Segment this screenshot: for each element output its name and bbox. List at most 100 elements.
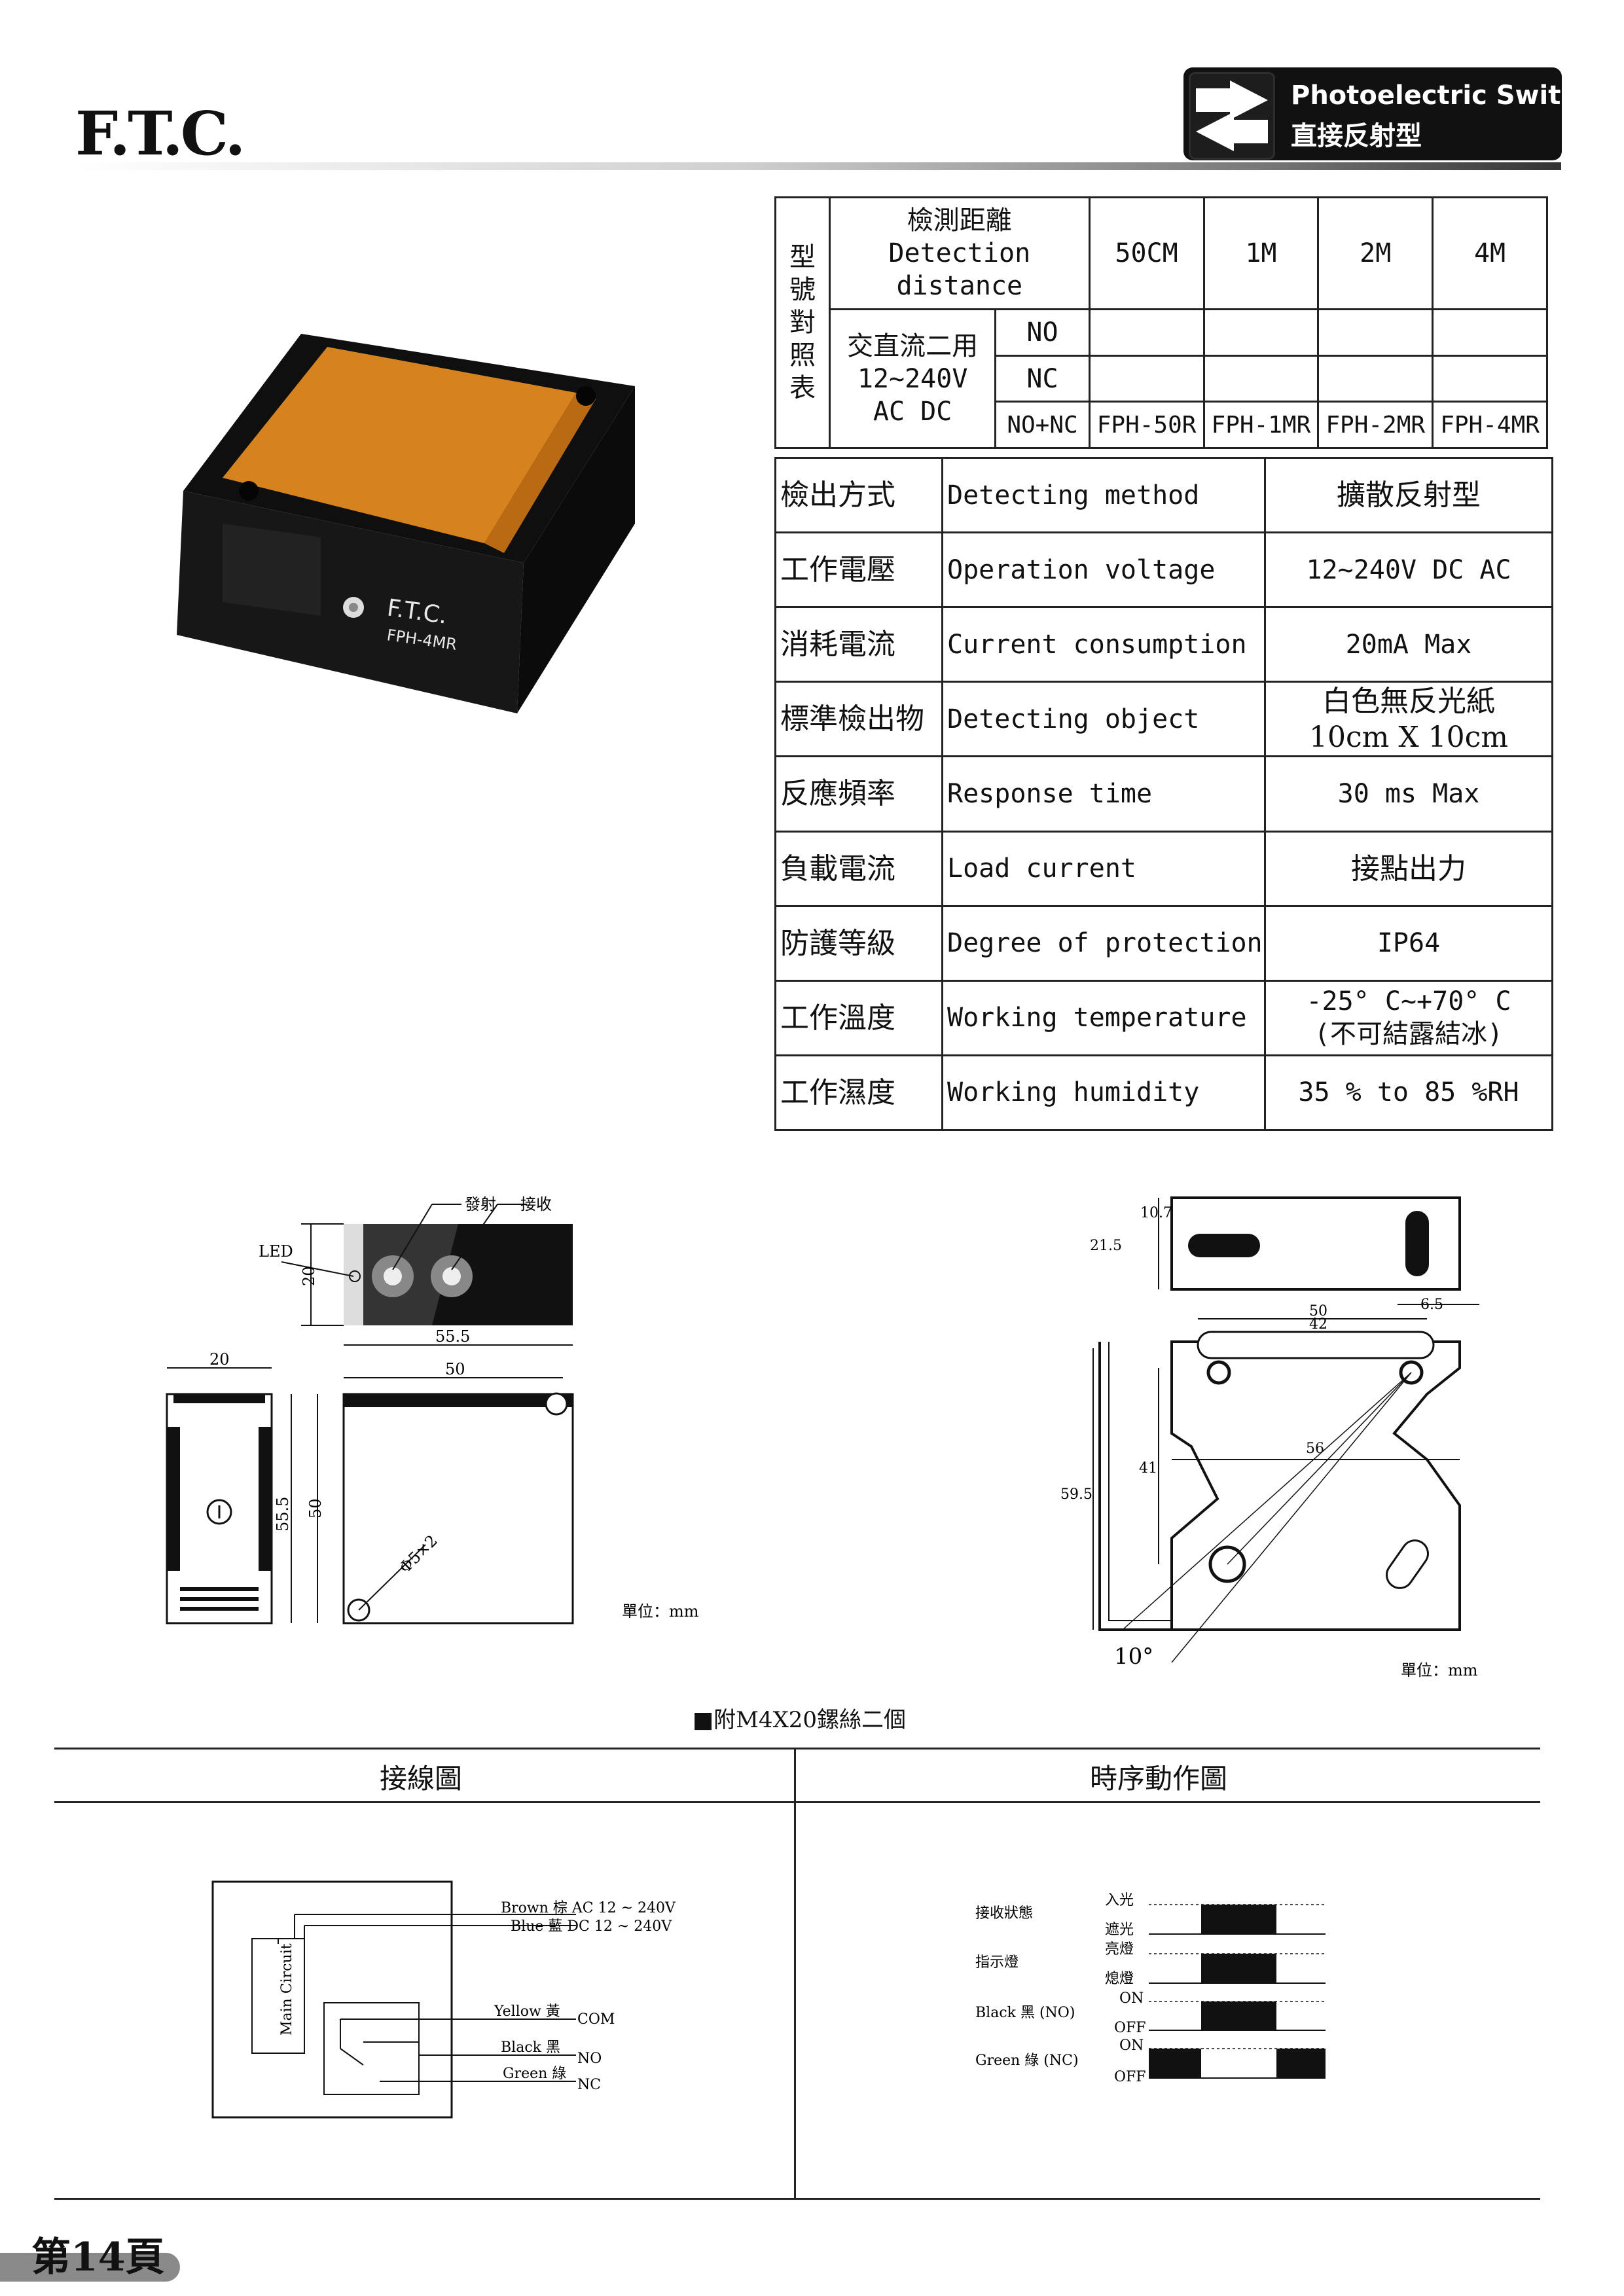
timing-off-1: OFF	[1114, 2020, 1146, 2036]
spec-value-line: 12~240V DC AC	[1306, 554, 1511, 585]
product-photo: F.T.C. FPH-4MR	[177, 327, 648, 723]
spec-label-en: Degree of protection	[941, 905, 1266, 982]
spec-value-line: 白色無反光紙	[1322, 684, 1495, 718]
dim-56: 56	[1306, 1441, 1324, 1457]
mode-no: NO	[994, 308, 1091, 357]
wire-brown: Brown 棕 AC 12 ~ 240V	[501, 1900, 676, 1916]
spec-value-line: -25° C~+70° C	[1306, 986, 1511, 1017]
spec-label-en: Detecting object	[941, 681, 1266, 758]
dim-50-vertical: 50	[306, 1498, 325, 1518]
section-top-rule	[54, 1748, 1540, 1749]
angle-10-deg: 10°	[1114, 1643, 1153, 1670]
wiring-title: 接線圖	[380, 1763, 463, 1795]
model-cell	[1088, 354, 1205, 403]
model-fph-50r: FPH-50R	[1088, 401, 1205, 449]
header-rule	[75, 162, 1561, 170]
spec-value-line: 35 % to 85 %RH	[1298, 1077, 1519, 1108]
spec-value-line: IP64	[1377, 928, 1441, 959]
timing-lamp-off: 熄燈	[1105, 1971, 1134, 1987]
label-led: LED	[259, 1242, 293, 1261]
spec-value: 擴散反射型	[1264, 456, 1553, 534]
wire-blue: Blue 藍 DC 12 ~ 240V	[511, 1918, 672, 1935]
model-fph-4mr: FPH-4MR	[1432, 401, 1548, 449]
terminal-nc: NC	[577, 2077, 601, 2093]
section-bottom-rule	[54, 2198, 1540, 2200]
spec-value: 接點出力	[1264, 830, 1553, 907]
spec-value-line: 30 ms Max	[1337, 778, 1480, 809]
bracket-drawing-right: 10.7 21.5 6.5 50 42 56 41 59.5 10° 單位：mm	[969, 1172, 1558, 1698]
wire-yellow: Yellow 黃	[494, 2003, 560, 2020]
model-table: 型 號 對 照 表 檢測距離 Detection distance 50CM 1…	[774, 196, 1548, 449]
distance-50cm: 50CM	[1088, 196, 1205, 311]
dim-59-5: 59.5	[1060, 1486, 1092, 1503]
badge-title-en: Photoelectric Switch	[1291, 81, 1595, 111]
mode-nc: NC	[994, 354, 1091, 403]
model-cell	[1202, 354, 1320, 403]
sensor-icon	[1189, 72, 1275, 160]
timing-on-2: ON	[1119, 2037, 1144, 2054]
spec-label-en: Working humidity	[941, 1054, 1266, 1132]
dim-20-side: 20	[209, 1350, 230, 1369]
terminal-no: NO	[577, 2051, 602, 2067]
model-cell	[1202, 308, 1320, 357]
spec-value-line: 接點出力	[1351, 852, 1466, 886]
spec-label-cn: 工作溫度	[774, 979, 943, 1056]
accessory-note: ■附M4X20鏍絲二個	[693, 1707, 907, 1733]
dim-10-7: 10.7	[1140, 1205, 1172, 1221]
spec-value-line: 20mA Max	[1345, 629, 1472, 660]
power-label: 交直流二用 12~240V AC DC	[828, 308, 997, 449]
terminal-com: COM	[577, 2011, 615, 2028]
spec-value: 20mA Max	[1264, 606, 1553, 683]
spec-label-cn: 標準檢出物	[774, 681, 943, 758]
spec-label-cn: 工作電壓	[774, 531, 943, 609]
section-header-rule	[54, 1801, 1540, 1803]
main-circuit-label: Main Circuit	[279, 1943, 295, 2036]
spec-label-cn: 消耗電流	[774, 606, 943, 683]
spec-label-en: Detecting method	[941, 456, 1266, 534]
dim-41: 41	[1139, 1460, 1157, 1477]
model-table-side-label: 型 號 對 照 表	[774, 196, 831, 449]
detection-distance-header: 檢測距離 Detection distance	[828, 196, 1091, 311]
dim-20-top: 20	[300, 1266, 318, 1286]
spec-label-cn: 負載電流	[774, 830, 943, 907]
dim-50: 50	[1309, 1303, 1327, 1319]
spec-label-cn: 反應頻率	[774, 755, 943, 833]
spec-value-line: 擴散反射型	[1337, 478, 1481, 512]
spec-label-cn: 檢出方式	[774, 456, 943, 534]
model-cell	[1088, 308, 1205, 357]
unit-label-right: 單位：mm	[1401, 1661, 1478, 1679]
footer-bar	[0, 2253, 180, 2282]
label-receive: 接收	[520, 1195, 552, 1213]
mode-no-nc: NO+NC	[994, 401, 1091, 449]
model-cell	[1317, 354, 1434, 403]
label-emit: 發射	[465, 1195, 496, 1213]
section-divider	[794, 1748, 796, 2199]
dim-50-horizontal: 50	[445, 1360, 465, 1378]
spec-label-en: Load current	[941, 830, 1266, 907]
timing-on-1: ON	[1119, 1990, 1144, 2007]
timing-diagram: 接收狀態 指示燈 Black 黑 (NO) Green 綠 (NC) 入光 遮光…	[969, 1885, 1348, 2097]
spec-label-en: Working temperature	[941, 979, 1266, 1056]
distance-4m: 4M	[1432, 196, 1548, 311]
timing-green-nc: Green 綠 (NC)	[975, 2053, 1079, 2069]
spec-label-en: Response time	[941, 755, 1266, 833]
unit-label-left: 單位：mm	[622, 1602, 699, 1621]
timing-indicator: 指示燈	[975, 1954, 1019, 1971]
dimension-drawing-left: 發射 接收 LED 20 55.5 50 20 Φ5×2 55.5	[151, 1178, 740, 1639]
spec-value: 35 % to 85 %RH	[1264, 1054, 1553, 1132]
spec-value-line: (不可結露結冰)	[1314, 1019, 1504, 1050]
spec-label-en: Operation voltage	[941, 531, 1266, 609]
spec-label-cn: 工作濕度	[774, 1054, 943, 1132]
spec-label-en: Current consumption	[941, 606, 1266, 683]
model-cell	[1432, 354, 1548, 403]
dim-55-5-vertical: 55.5	[274, 1497, 292, 1532]
